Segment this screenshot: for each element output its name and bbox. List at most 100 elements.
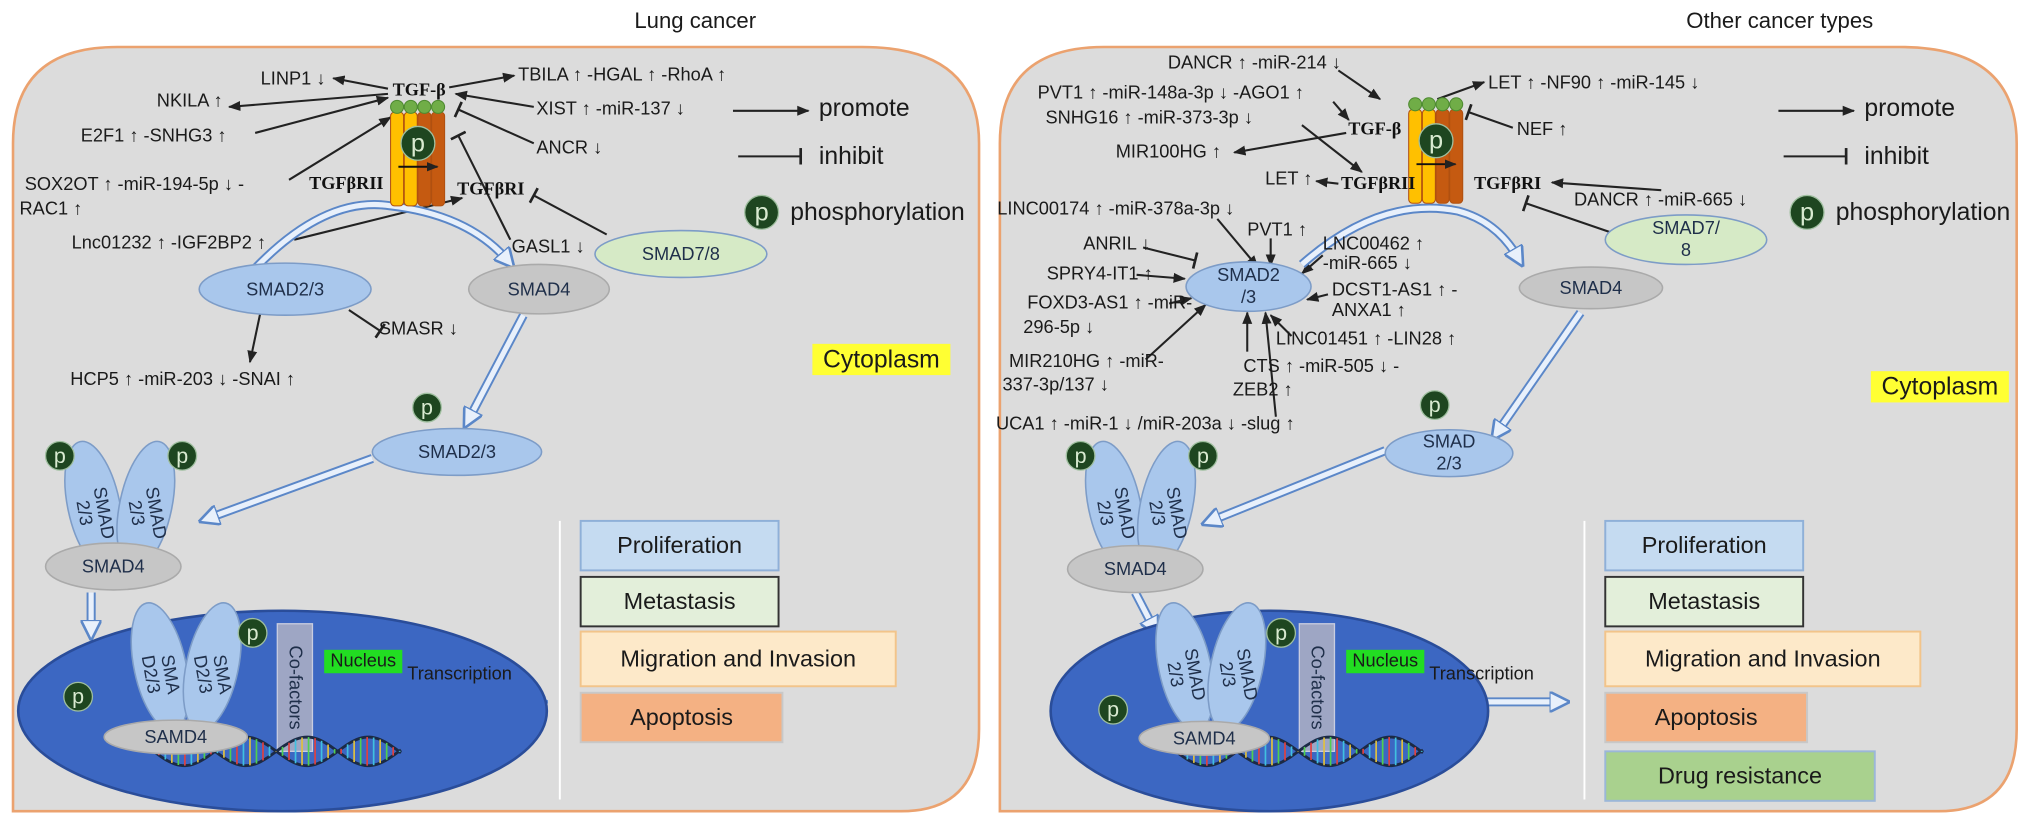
regulator-label: TBILA ↑ -HGAL ↑ -RhoA ↑ <box>518 64 726 84</box>
regulator-label: RAC1 ↑ <box>20 199 83 219</box>
regulator-label: SMASR ↓ <box>379 318 458 338</box>
smad78-label: SMAD7/8 <box>642 244 720 264</box>
phosphorylation-icon: p <box>1065 440 1096 471</box>
regulator-label: PVT1 ↑ <box>1247 219 1307 239</box>
samd4-node <box>1138 720 1271 757</box>
phospho-circle <box>1098 694 1129 725</box>
phospho-circle <box>237 617 268 648</box>
regulator-label: E2F1 ↑ -SNHG3 ↑ <box>81 126 227 146</box>
outcome-box-label: Metastasis <box>624 588 736 614</box>
outcome-box-label: Apoptosis <box>630 704 733 730</box>
regulator-label: CTS ↑ -miR-505 ↓ - <box>1243 356 1399 376</box>
regulator-label: DANCR ↑ -miR-214 ↓ <box>1168 53 1341 73</box>
outcome-box-label: Metastasis <box>1648 588 1760 614</box>
regulator-label: UCA1 ↑ -miR-1 ↓ /miR-203a ↓ -slug ↑ <box>996 413 1295 433</box>
ligand-dot <box>1408 97 1423 112</box>
regulator-label: FOXD3-AS1 ↑ -miR- <box>1027 292 1192 312</box>
smad4-label: SMAD4 <box>1560 278 1623 298</box>
promote-arrow <box>454 90 534 108</box>
promote-arrow <box>1144 303 1207 361</box>
samd4-node <box>103 719 249 755</box>
phospho-circle <box>744 194 780 230</box>
phospho-letter: p <box>755 198 769 226</box>
regulator-label: HCP5 ↑ -miR-203 ↓ -SNAI ↑ <box>70 369 295 389</box>
outcome-box <box>1604 630 1922 688</box>
regulator-label: LET ↑ -NF90 ↑ -miR-145 ↓ <box>1488 72 1699 92</box>
phosphorylation-icon: p <box>44 440 75 471</box>
outcome-box-label: Drug resistance <box>1658 763 1822 789</box>
ligand-dot <box>431 99 446 114</box>
regulator-label: SPRY4-IT1 ↑ <box>1047 264 1153 284</box>
cytoplasm-highlight <box>812 343 951 376</box>
promote-arrow <box>1136 272 1186 283</box>
outcome-box <box>1604 750 1876 802</box>
smad78-node <box>594 229 768 279</box>
inhibit-line <box>450 130 512 241</box>
regulator-label: -miR-665 ↓ <box>1323 253 1412 273</box>
legend-promote: promote <box>819 95 910 122</box>
nucleus-label: Nucleus <box>1352 650 1418 670</box>
tgf-beta-label: TGF-β <box>1348 119 1401 139</box>
phospho-circle <box>412 392 443 423</box>
smad23-label: SMAD <box>1423 432 1476 452</box>
smad23-phospho-node <box>1384 428 1514 478</box>
promote-arrow <box>1550 178 1662 192</box>
inhibit-line <box>348 309 386 339</box>
regulator-label: DANCR ↑ -miR-665 ↓ <box>1574 189 1747 209</box>
nucleus-highlight <box>324 649 403 674</box>
inhibit-line <box>1521 194 1618 236</box>
outcome-box <box>1604 691 1809 744</box>
smad-lobe-label: 2/3 <box>1216 660 1240 688</box>
receptor-subunit <box>431 111 446 207</box>
nucleus-label: Nucleus <box>330 650 396 670</box>
smad4-label: SMAD4 <box>508 279 571 299</box>
phospho-circle <box>44 440 75 471</box>
tgfbri-label: TGFβRI <box>457 178 524 198</box>
phospho-letter: p <box>176 444 188 468</box>
phospho-letter: p <box>421 396 433 420</box>
outcome-box-label: Proliferation <box>617 532 742 558</box>
promote-arrow <box>1168 295 1193 306</box>
legend-promote: promote <box>1864 95 1955 122</box>
inhibit-line <box>1142 246 1199 269</box>
promote-arrow <box>1300 254 1324 275</box>
smad23-label: SMAD2/3 <box>418 442 496 462</box>
outcome-box <box>579 630 897 688</box>
regulator-label: LNC00462 ↑ <box>1323 234 1424 254</box>
phosphorylation-icon: p <box>1188 440 1218 471</box>
outcome-box-label: Apoptosis <box>1655 704 1758 730</box>
cofactors-bar <box>1298 623 1336 752</box>
phospho-circle <box>1188 440 1218 471</box>
translocation-arrow-inner <box>1211 448 1387 521</box>
regulator-label: MIR210HG ↑ -miR- <box>1009 351 1164 371</box>
ligand-dot <box>1421 97 1436 112</box>
outcome-box-label: Proliferation <box>1642 532 1767 558</box>
panel-title: Other cancer types <box>1686 8 1873 33</box>
promote-arrow <box>1216 218 1259 268</box>
ligand-dot <box>403 99 418 114</box>
regulator-label: ANCR ↓ <box>536 137 602 157</box>
smad4-node <box>1518 266 1664 310</box>
translocation-arrow-inner <box>253 202 508 269</box>
regulator-label: ANXA1 ↑ <box>1332 300 1406 320</box>
phospho-letter: p <box>1107 698 1119 722</box>
inhibit-line <box>1464 103 1514 129</box>
phosphorylation-icon: p <box>412 392 443 423</box>
phosphorylation-icon: p <box>1098 694 1129 725</box>
promote-arrow <box>1232 131 1347 156</box>
receptor-subunit <box>1449 108 1464 204</box>
promote-arrow <box>227 92 389 111</box>
transcription-label: Transcription <box>1429 663 1534 683</box>
smad78-node <box>1604 214 1768 266</box>
phospho-letter: p <box>1197 444 1209 468</box>
smad-lobe-label: 2/3 <box>1093 499 1117 527</box>
samd4-label: SAMD4 <box>1173 728 1236 748</box>
smad-lobe-label: 2/3 <box>125 499 149 527</box>
smad4-label: SMAD4 <box>1104 559 1167 579</box>
ligand-dot <box>1435 97 1450 112</box>
regulator-label: LET ↑ <box>1265 169 1312 189</box>
cytoplasm-highlight <box>1870 371 2009 403</box>
phospho-letter: p <box>54 444 66 468</box>
regulator-label: ZEB2 ↑ <box>1233 380 1293 400</box>
